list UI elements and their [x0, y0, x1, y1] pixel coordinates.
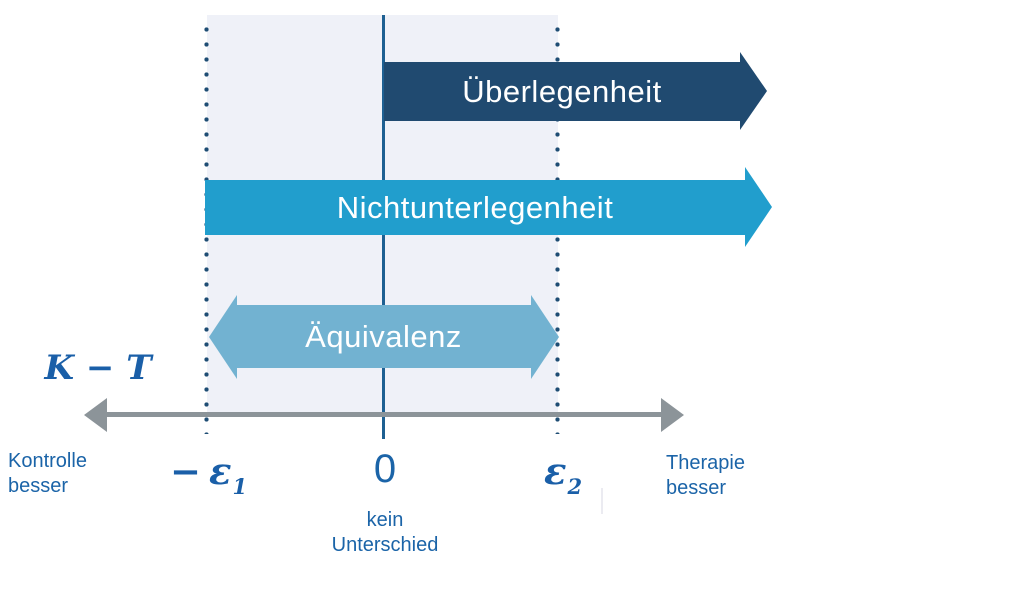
k-minus-t-axis: [100, 412, 668, 417]
axis-label-k-minus-t: K − T: [44, 348, 152, 388]
neg-epsilon1-symbol: ε: [209, 449, 232, 493]
caption-therapie-besser: Therapie besser: [666, 451, 745, 501]
caption-kontrolle-line1: Kontrolle: [8, 450, 87, 472]
axis-right-arrowhead-icon: [661, 398, 684, 432]
superiority-arrow-label: Überlegenheit: [462, 73, 662, 109]
equivalence-right-arrowhead-icon: [531, 295, 559, 379]
faint-artifact-mark: [601, 488, 603, 514]
noninferiority-arrow-label: Nichtunterlegenheit: [336, 189, 614, 225]
neg-epsilon1-minus-sign: −: [170, 449, 202, 493]
caption-therapie-line1: Therapie: [666, 452, 745, 474]
neg-epsilon1-subscript: 1: [232, 474, 248, 499]
tick-neg-epsilon1: −ε1: [170, 449, 247, 497]
equivalence-arrow-label: Äquivalenz: [305, 318, 462, 354]
epsilon2-subscript: 2: [567, 474, 583, 499]
equivalence-arrow-bar: Äquivalenz: [231, 305, 536, 368]
caption-kein-unterschied: kein Unterschied: [300, 508, 470, 558]
axis-left-arrowhead-icon: [84, 398, 107, 432]
tick-zero: 0: [373, 447, 397, 491]
caption-kontrolle-line2: besser: [8, 475, 69, 497]
caption-kein-line1: kein: [366, 509, 404, 531]
caption-therapie-line2: besser: [666, 477, 727, 499]
superiority-arrowhead-icon: [740, 52, 767, 130]
tick-epsilon2: ε2: [544, 449, 582, 497]
caption-kontrolle-besser: Kontrolle besser: [8, 449, 87, 499]
noninferiority-arrowhead-icon: [745, 167, 772, 247]
caption-kein-line2: Unterschied: [331, 534, 439, 556]
epsilon2-symbol: ε: [544, 449, 567, 493]
superiority-arrow-bar: Überlegenheit: [384, 62, 740, 121]
noninferiority-arrow-bar: Nichtunterlegenheit: [205, 180, 745, 235]
